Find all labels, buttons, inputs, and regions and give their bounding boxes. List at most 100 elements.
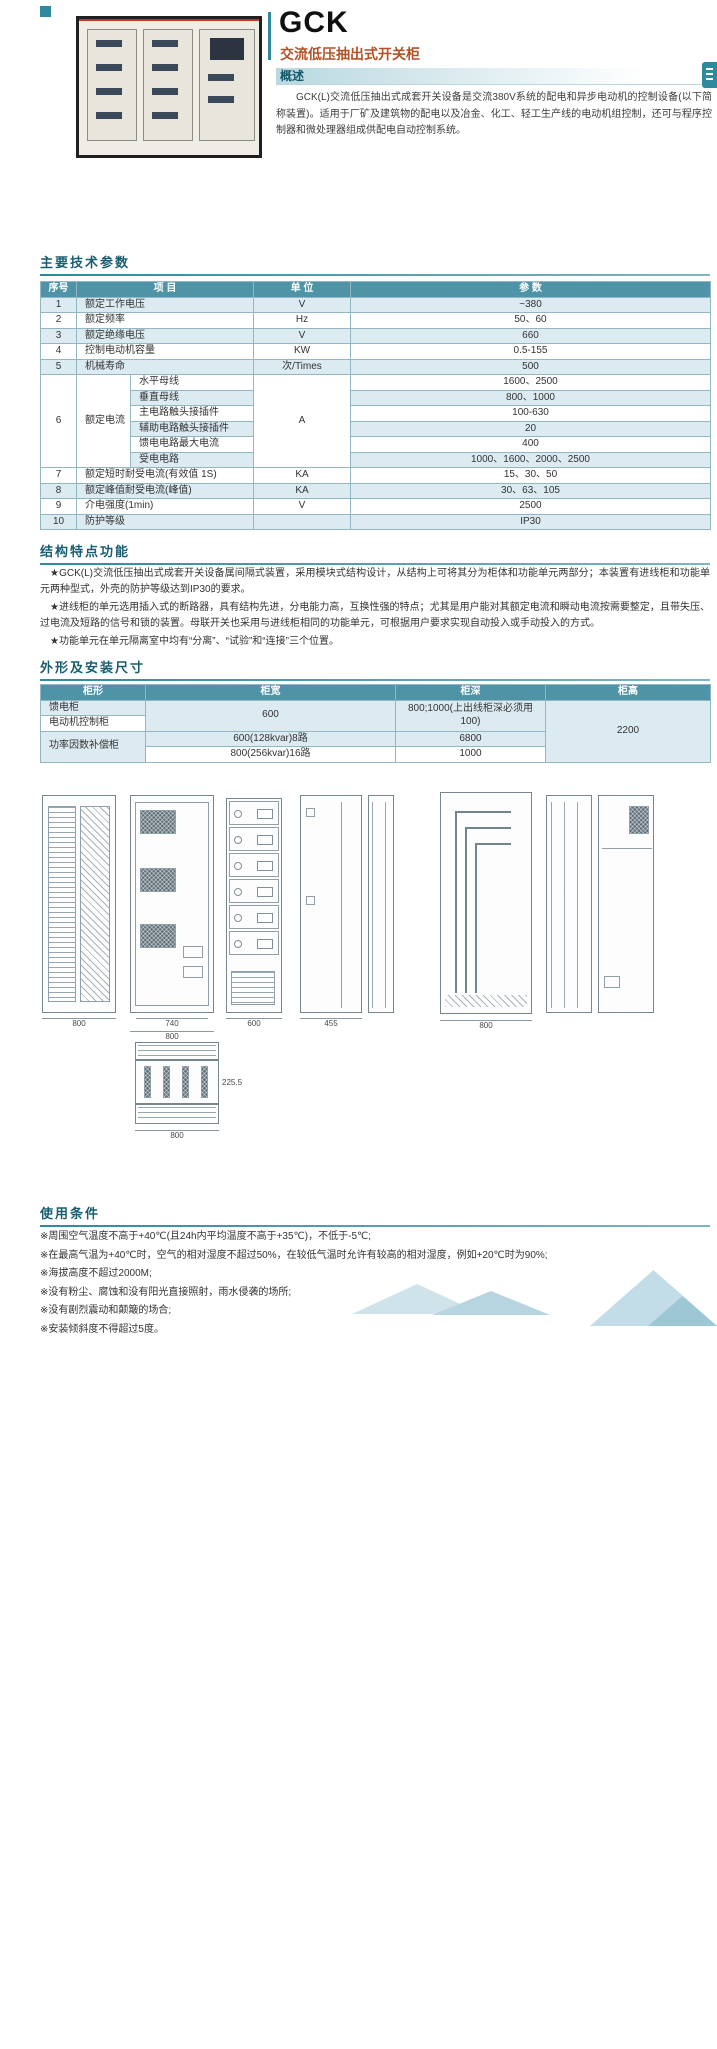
drawing-detail bbox=[138, 1045, 216, 1057]
usage-item: ※没有粉尘、腐蚀和没有阳光直接照射，雨水侵袭的场所; bbox=[40, 1286, 292, 1298]
breaker-block bbox=[96, 112, 122, 119]
table-row: 4 控制电动机容量 KW 0.5-155 bbox=[40, 343, 711, 360]
cell-param: ~380 bbox=[350, 296, 711, 313]
drawer-module bbox=[229, 879, 279, 903]
drawer-module bbox=[229, 853, 279, 877]
usage-item: ※没有剧烈震动和颠簸的场合; bbox=[40, 1305, 172, 1316]
cell-item: 额定峰值耐受电流(峰值) bbox=[76, 482, 254, 499]
dim-label: 740 bbox=[136, 1018, 208, 1029]
drawing-top-section: 225.5 800 bbox=[135, 1042, 255, 1142]
cell-no: 8 bbox=[40, 482, 77, 499]
cell-unit: V bbox=[253, 327, 351, 344]
drawing-detail bbox=[135, 1104, 219, 1124]
cell-param: 0.5-155 bbox=[350, 343, 711, 360]
col-cabinet-width: 柜宽 bbox=[145, 684, 396, 701]
cell-subitem: 馈电电路最大电流 bbox=[130, 436, 254, 453]
cell-subitem: 受电电路 bbox=[130, 451, 254, 468]
cell-unit: V bbox=[253, 296, 351, 313]
cell-subitem: 垂直母线 bbox=[130, 389, 254, 406]
section-rule bbox=[40, 563, 710, 565]
cell-type: 功率因数补偿柜 bbox=[40, 730, 146, 763]
table-row: 馈电电路最大电流 400 bbox=[41, 436, 711, 453]
col-no: 序号 bbox=[40, 281, 77, 298]
cell-item: 额定电流 bbox=[76, 374, 131, 468]
drawing-front-view-b bbox=[130, 795, 214, 1013]
busbar bbox=[201, 1066, 208, 1098]
cell-height: 2200 bbox=[545, 699, 711, 763]
cell-no: 2 bbox=[40, 312, 77, 329]
drawing-detail bbox=[306, 896, 315, 905]
cell-item: 介电强度(1min) bbox=[76, 498, 254, 515]
cell-no: 1 bbox=[40, 296, 77, 313]
vent-strip bbox=[231, 971, 275, 1005]
drawing-line bbox=[602, 848, 652, 849]
cell-no: 10 bbox=[40, 513, 77, 530]
cell-no: 5 bbox=[40, 358, 77, 375]
table-header-row: 序号 项 目 单 位 参 数 bbox=[40, 281, 711, 298]
drawer-module bbox=[229, 827, 279, 851]
meter-display bbox=[210, 38, 244, 60]
cell-unit: KA bbox=[253, 482, 351, 499]
table-row: 馈电柜 600 800;1000(上出线柜深必须用100) 2200 bbox=[40, 699, 711, 763]
cell-param: 400 bbox=[350, 436, 711, 453]
section-rule bbox=[40, 1225, 710, 1227]
features-text: ★GCK(L)交流低压抽出式成套开关设备属间隔式装置，采用模块式结构设计，从结构… bbox=[40, 566, 710, 653]
cell-item: 额定绝缘电压 bbox=[76, 327, 254, 344]
cell-item: 额定短时耐受电流(有效值 1S) bbox=[76, 467, 254, 484]
drawing-front-view-a bbox=[42, 795, 116, 1013]
usage-item: ※海拔高度不超过2000M; bbox=[40, 1268, 152, 1279]
drawing-detail bbox=[135, 1042, 219, 1060]
photo-red-line bbox=[79, 19, 259, 21]
cell-param: 20 bbox=[350, 420, 711, 437]
breaker-block bbox=[152, 88, 178, 95]
breaker-block bbox=[96, 64, 122, 71]
usage-item: ※周围空气温度不高于+40℃(且24h内平均温度不高于+35℃)，不低于-5℃; bbox=[40, 1231, 372, 1242]
usage-item: ※安装倾斜度不得超过5度。 bbox=[40, 1323, 164, 1335]
drawing-detail bbox=[372, 802, 390, 1008]
section-rule bbox=[40, 679, 710, 681]
page-subtitle: 交流低压抽出式开关柜 bbox=[280, 46, 420, 62]
drawer-module bbox=[229, 801, 279, 825]
section-tech-params-head: 主要技术参数 bbox=[40, 252, 710, 276]
col-param: 参 数 bbox=[350, 281, 711, 298]
usage-item: ※在最高气温为+40℃时，空气的相对湿度不超过50%，在较低气温时允许有较高的相… bbox=[40, 1249, 548, 1261]
cell-param: 100-630 bbox=[350, 405, 711, 422]
drawing-line bbox=[341, 802, 342, 1008]
cell-depth: 6800 bbox=[395, 730, 546, 747]
drawing-detail bbox=[80, 806, 110, 1002]
cell-item: 控制电动机容量 bbox=[76, 343, 254, 360]
drawing-rear-view bbox=[598, 795, 654, 1013]
drawing-narrow-panel bbox=[546, 795, 592, 1013]
busbar-line bbox=[475, 843, 511, 993]
breaker-block bbox=[208, 96, 234, 103]
vent-grille bbox=[140, 924, 176, 948]
cell-subitem: 辅助电路触头接插件 bbox=[130, 420, 254, 437]
cell-unit: Hz bbox=[253, 312, 351, 329]
drawing-side-view-d bbox=[300, 795, 362, 1013]
cell-unit: KA bbox=[253, 467, 351, 484]
cell-item: 防护等级 bbox=[76, 513, 254, 530]
cell-no: 6 bbox=[40, 374, 77, 468]
cell-unit bbox=[253, 513, 351, 530]
drawing-detail bbox=[135, 802, 209, 1006]
drawing-busbar-bars bbox=[135, 1060, 219, 1104]
drawing-side-panel bbox=[368, 795, 394, 1013]
cell-subitem: 水平母线 bbox=[130, 374, 254, 391]
breaker-block bbox=[152, 40, 178, 47]
table-header-row: 柜形 柜宽 柜深 柜高 bbox=[40, 684, 711, 701]
table-row: 受电电路 1000、1600、2000、2500 bbox=[41, 451, 711, 468]
busbar-line bbox=[455, 811, 511, 993]
cell-unit: V bbox=[253, 498, 351, 515]
drawing-drawer-units bbox=[226, 798, 282, 1013]
section-rule bbox=[40, 274, 710, 276]
cell-unit: 次/Times bbox=[253, 358, 351, 375]
section-title: 主要技术参数 bbox=[40, 255, 131, 270]
drawing-detail bbox=[604, 976, 620, 988]
busbar-line bbox=[465, 827, 511, 993]
table-row: 垂直母线 800、1000 bbox=[41, 389, 711, 406]
cabinet-panel bbox=[199, 29, 255, 141]
overview-text: GCK(L)交流低压抽出式成套开关设备是交流380V系统的配电和异步电动机的控制… bbox=[276, 92, 712, 136]
drawing-detail bbox=[306, 808, 315, 817]
table-row: 2 额定频率 Hz 50、60 bbox=[40, 312, 711, 329]
table-row: 主电路触头接插件 100-630 bbox=[41, 405, 711, 422]
